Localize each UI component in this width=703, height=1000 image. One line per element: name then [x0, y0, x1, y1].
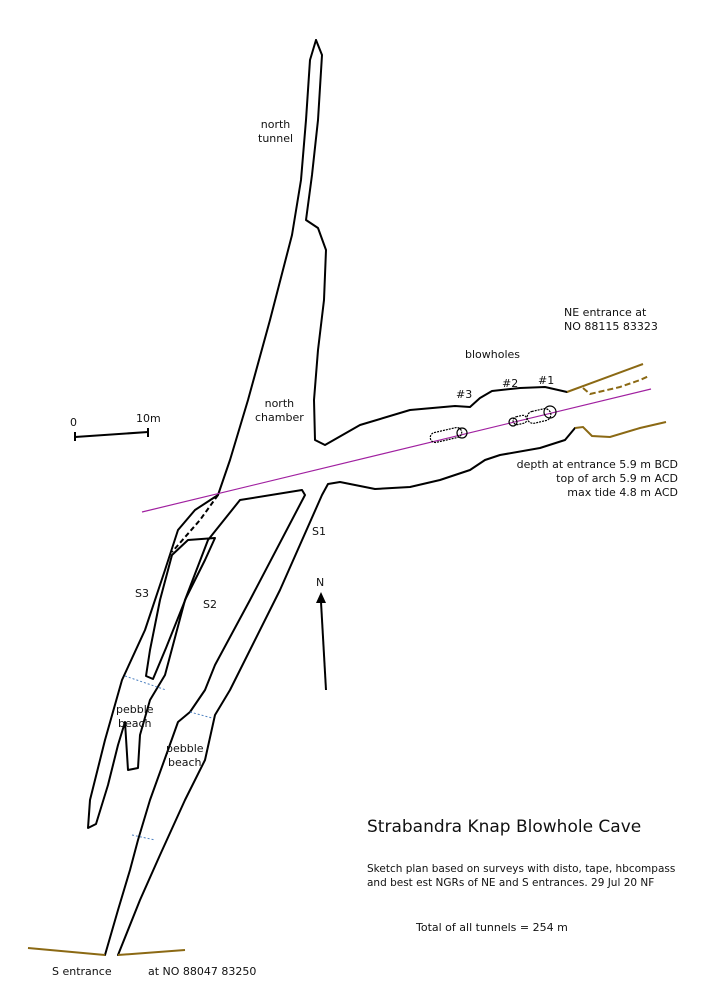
label-blowholes: blowholes	[465, 348, 521, 361]
s3-island	[145, 537, 216, 680]
shoreline-ne-dashed	[582, 375, 650, 396]
shoreline-s-left	[27, 947, 106, 956]
total-length: Total of all tunnels = 254 m	[416, 921, 568, 934]
north-arrow-head	[316, 592, 326, 603]
label-s-entrance: S entrance	[52, 965, 112, 978]
label-s1: S1	[312, 525, 326, 538]
label-north: N	[316, 576, 325, 589]
shoreline-ne-lower	[574, 421, 667, 439]
shoreline-s-right	[117, 949, 186, 956]
label-blowhole-3: #3	[456, 388, 473, 401]
water-line	[189, 711, 213, 719]
survey-line	[141, 388, 652, 513]
north-arrow	[320, 601, 327, 691]
scale-end: 10m	[136, 412, 161, 425]
label-s2: S2	[203, 598, 217, 611]
label-s3: S3	[135, 587, 149, 600]
blowhole-3-icon	[456, 427, 468, 439]
cave-wall-south-east	[117, 427, 576, 956]
scale-start: 0	[70, 416, 77, 429]
scale-bar	[74, 431, 149, 438]
map-title: Strabandra Knap Blowhole Cave	[367, 817, 642, 837]
blowhole-2-icon	[508, 417, 518, 427]
cave-wall-north-east	[305, 39, 568, 446]
label-blowhole-2: #2	[502, 377, 519, 390]
label-s-entrance-ngr: at NO 88047 83250	[148, 965, 257, 978]
water-line	[131, 834, 156, 841]
label-blowhole-1: #1	[538, 374, 555, 387]
map-notes: Sketch plan based on surveys with disto,…	[367, 863, 676, 889]
shoreline-ne-upper	[566, 363, 644, 393]
water-line	[124, 675, 167, 691]
cave-wall-west	[87, 39, 317, 956]
dashed-wall	[171, 494, 219, 553]
